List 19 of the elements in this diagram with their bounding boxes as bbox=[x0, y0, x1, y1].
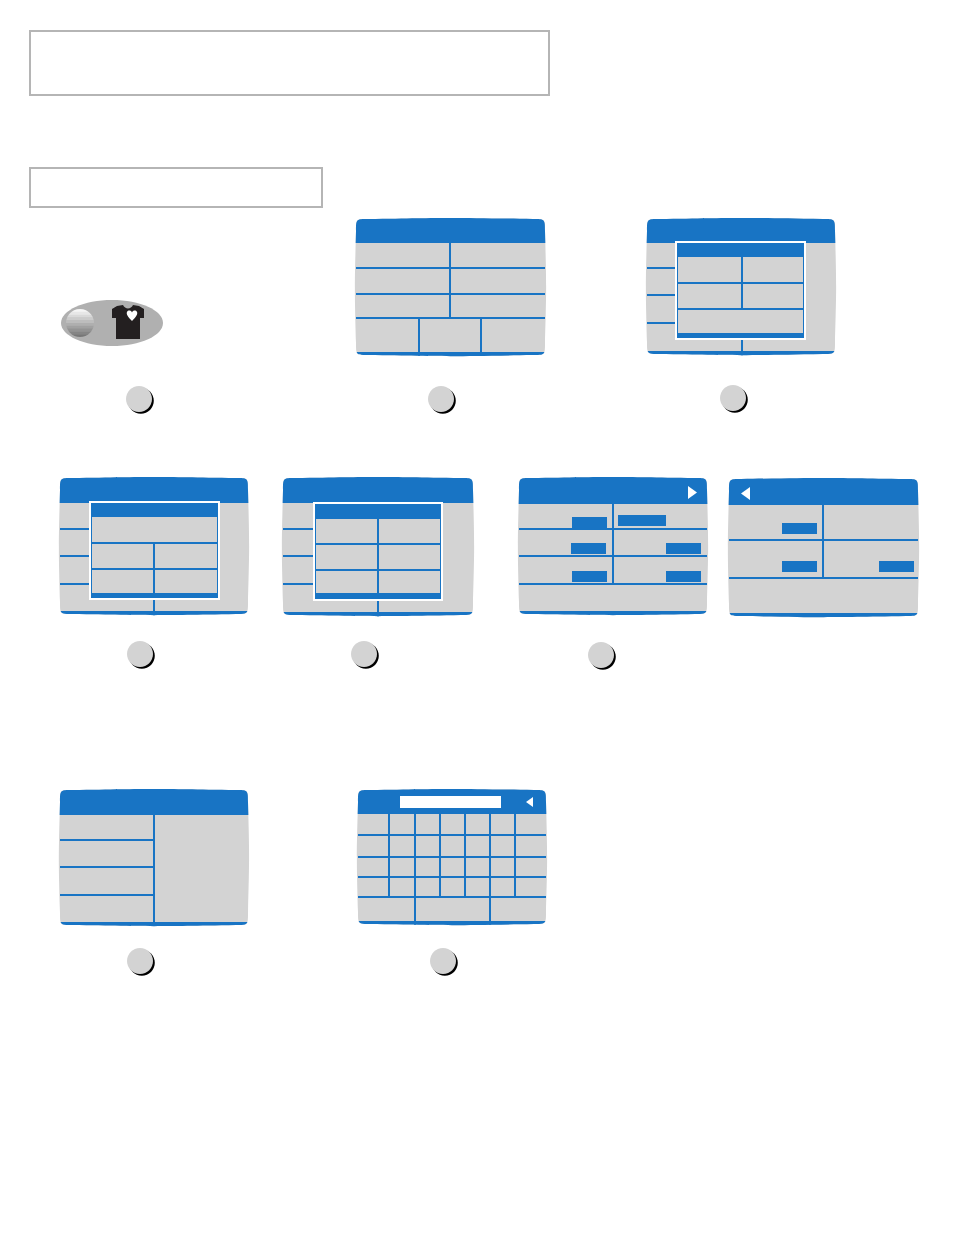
round-button bbox=[127, 948, 155, 976]
round-button bbox=[430, 948, 458, 976]
display-screen bbox=[517, 476, 709, 616]
display-screen bbox=[356, 788, 548, 926]
round-button bbox=[351, 641, 379, 669]
outline-box bbox=[29, 30, 550, 96]
display-screen bbox=[58, 476, 250, 616]
round-button bbox=[588, 642, 616, 670]
round-button bbox=[720, 385, 748, 413]
display-screen bbox=[58, 788, 250, 927]
round-button bbox=[127, 641, 155, 669]
round-button bbox=[126, 386, 154, 414]
display-screen bbox=[645, 217, 837, 356]
display-screen bbox=[727, 477, 920, 618]
round-button bbox=[428, 386, 456, 414]
display-screen bbox=[354, 217, 547, 357]
display-screen bbox=[281, 476, 475, 617]
oval-button bbox=[61, 300, 163, 346]
outline-box bbox=[29, 167, 323, 208]
